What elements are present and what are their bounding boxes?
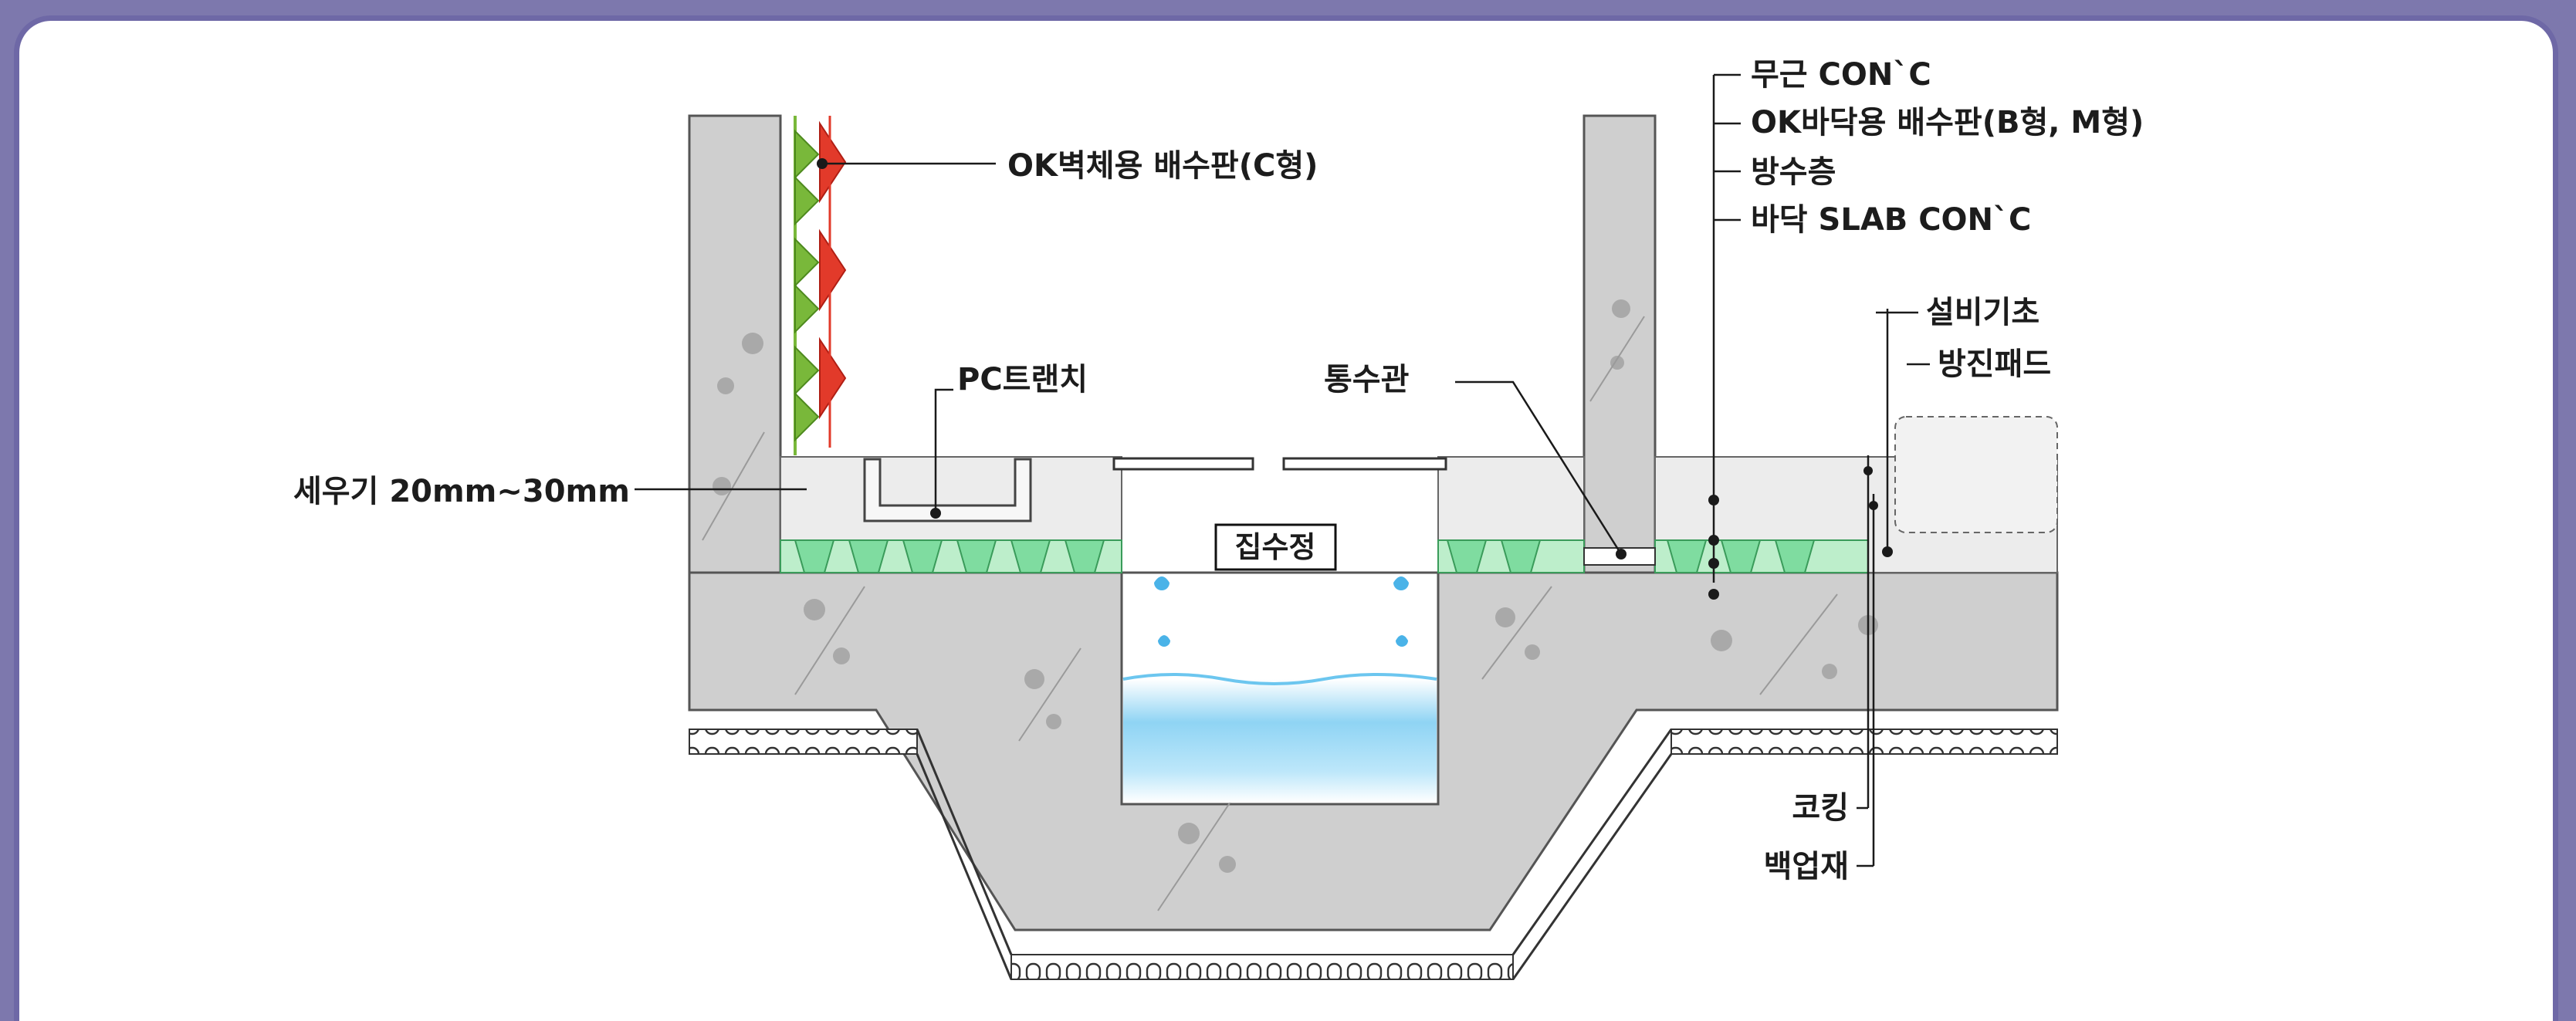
- insulation-layer: [689, 729, 2058, 980]
- leader-dots: [817, 158, 1893, 600]
- label-pc-trench: PC트랜치: [957, 362, 1088, 397]
- label-waterproof-layer: 방수층: [1751, 154, 1836, 190]
- concrete-structure: [688, 114, 2059, 931]
- label-caulking: 코킹: [1792, 790, 1849, 826]
- label-equipment-base: 설비기초: [1926, 295, 2039, 330]
- label-floor-drain-board: OK바닥용 배수판(B형, M형): [1751, 105, 2144, 140]
- label-floor-slab: 바닥 SLAB CON`C: [1751, 202, 2031, 238]
- label-topping-concrete: 무근 CON`C: [1751, 57, 1931, 93]
- label-vibration-pad: 방진패드: [1938, 347, 2051, 382]
- sump-label: 집수정: [1235, 530, 1316, 564]
- equipment-base: [1894, 416, 2058, 533]
- pc-trench: [863, 458, 1032, 522]
- sump-grating: [1112, 457, 1447, 471]
- right-wall: [1582, 114, 1657, 574]
- callout-labels: OK벽체용 배수판(C형) PC트랜치 통수관 세우기 20mm~30mm 무근…: [293, 57, 2144, 884]
- sump-water: [1123, 679, 1437, 803]
- left-wall: [688, 114, 782, 588]
- water-surface: [1122, 673, 1437, 685]
- label-setting-gap: 세우기 20mm~30mm: [293, 474, 630, 509]
- label-wall-drain-board: OK벽체용 배수판(C형): [1007, 148, 1318, 184]
- sump-label-box: [1214, 523, 1337, 571]
- label-backup-material: 백업재: [1764, 849, 1849, 884]
- wall-drain-board: [794, 116, 847, 455]
- floor-drain-board: [780, 539, 1869, 573]
- water-drops: [1154, 576, 1409, 647]
- label-through-pipe: 통수관: [1324, 362, 1409, 397]
